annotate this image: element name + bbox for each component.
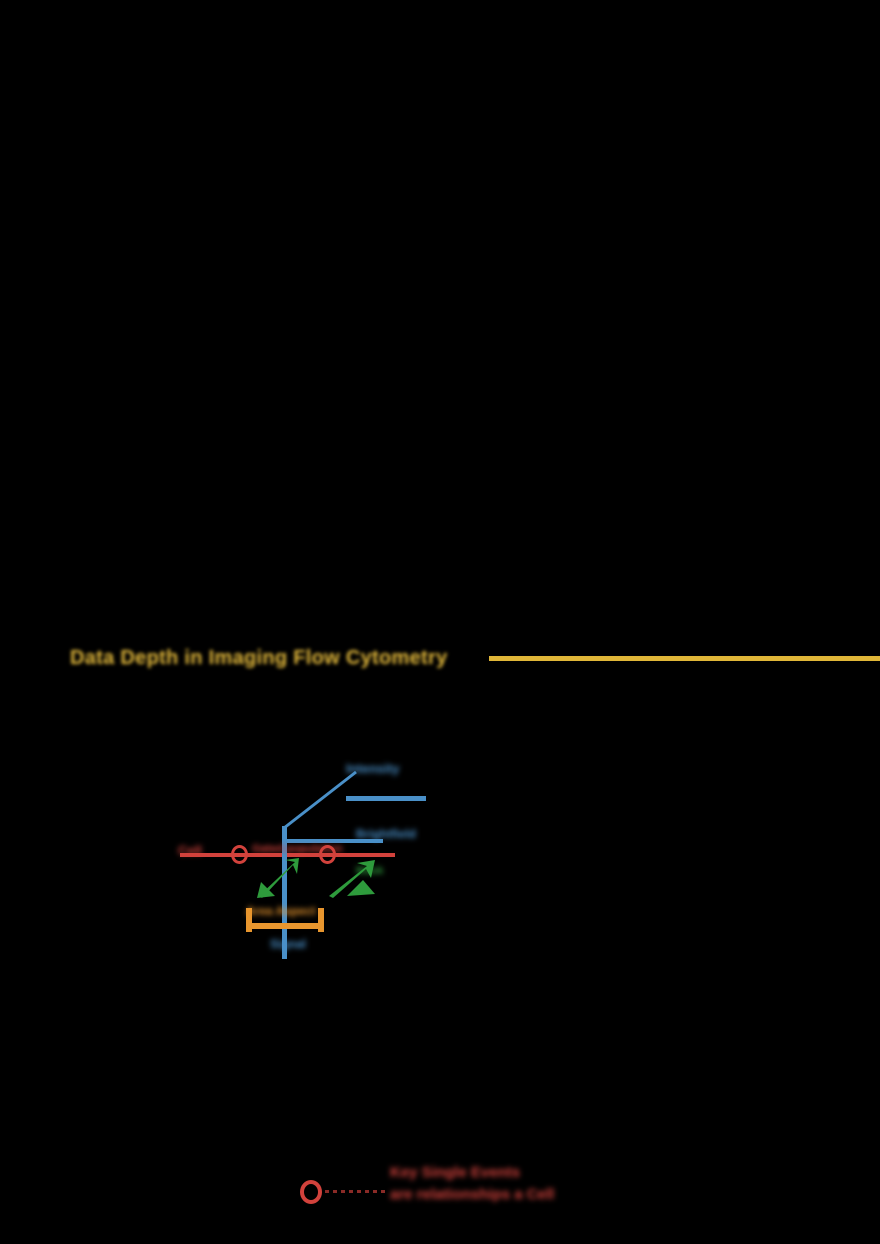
annotation-signal: Signal bbox=[270, 937, 307, 951]
measure-bracket-tick bbox=[246, 908, 252, 932]
leader-line-icon bbox=[283, 770, 357, 830]
measure-bracket-rule bbox=[246, 923, 324, 929]
section-heading-band: Data Depth in Imaging Flow Cytometry bbox=[0, 645, 880, 679]
axis-line-vertical bbox=[282, 826, 287, 959]
page-title: Data Depth in Imaging Flow Cytometry bbox=[70, 647, 448, 669]
annotation-area-aspect: Area Aspect bbox=[246, 904, 316, 918]
callout-rule-middle bbox=[287, 839, 383, 843]
annotation-mask: Mask bbox=[356, 865, 384, 877]
legend-circle-marker-icon bbox=[300, 1180, 322, 1204]
axis-gate-marker bbox=[319, 845, 336, 864]
axis-line-horizontal bbox=[180, 853, 395, 857]
legend-leader-line-icon bbox=[325, 1190, 387, 1193]
figure-diagram: Intensity Brightfield Signal Cell Gated … bbox=[160, 740, 460, 990]
green-arrow-icon bbox=[257, 858, 299, 898]
figure-caption: Key Single Events are relationships a Ce… bbox=[295, 1152, 625, 1222]
callout-rule-upper bbox=[346, 796, 426, 801]
annotation-intensity: Intensity bbox=[346, 761, 400, 776]
annotation-gated-population: Gated population bbox=[252, 843, 343, 855]
green-arrow-icon bbox=[329, 860, 375, 898]
annotation-brightfield: Brightfield bbox=[356, 827, 416, 841]
measure-bracket-tick bbox=[318, 908, 324, 932]
annotation-cell: Cell bbox=[178, 843, 202, 858]
legend-caption-text: Key Single Events are relationships a Ce… bbox=[390, 1164, 555, 1203]
axis-gate-marker bbox=[231, 845, 248, 864]
heading-divider-rule bbox=[489, 656, 880, 661]
